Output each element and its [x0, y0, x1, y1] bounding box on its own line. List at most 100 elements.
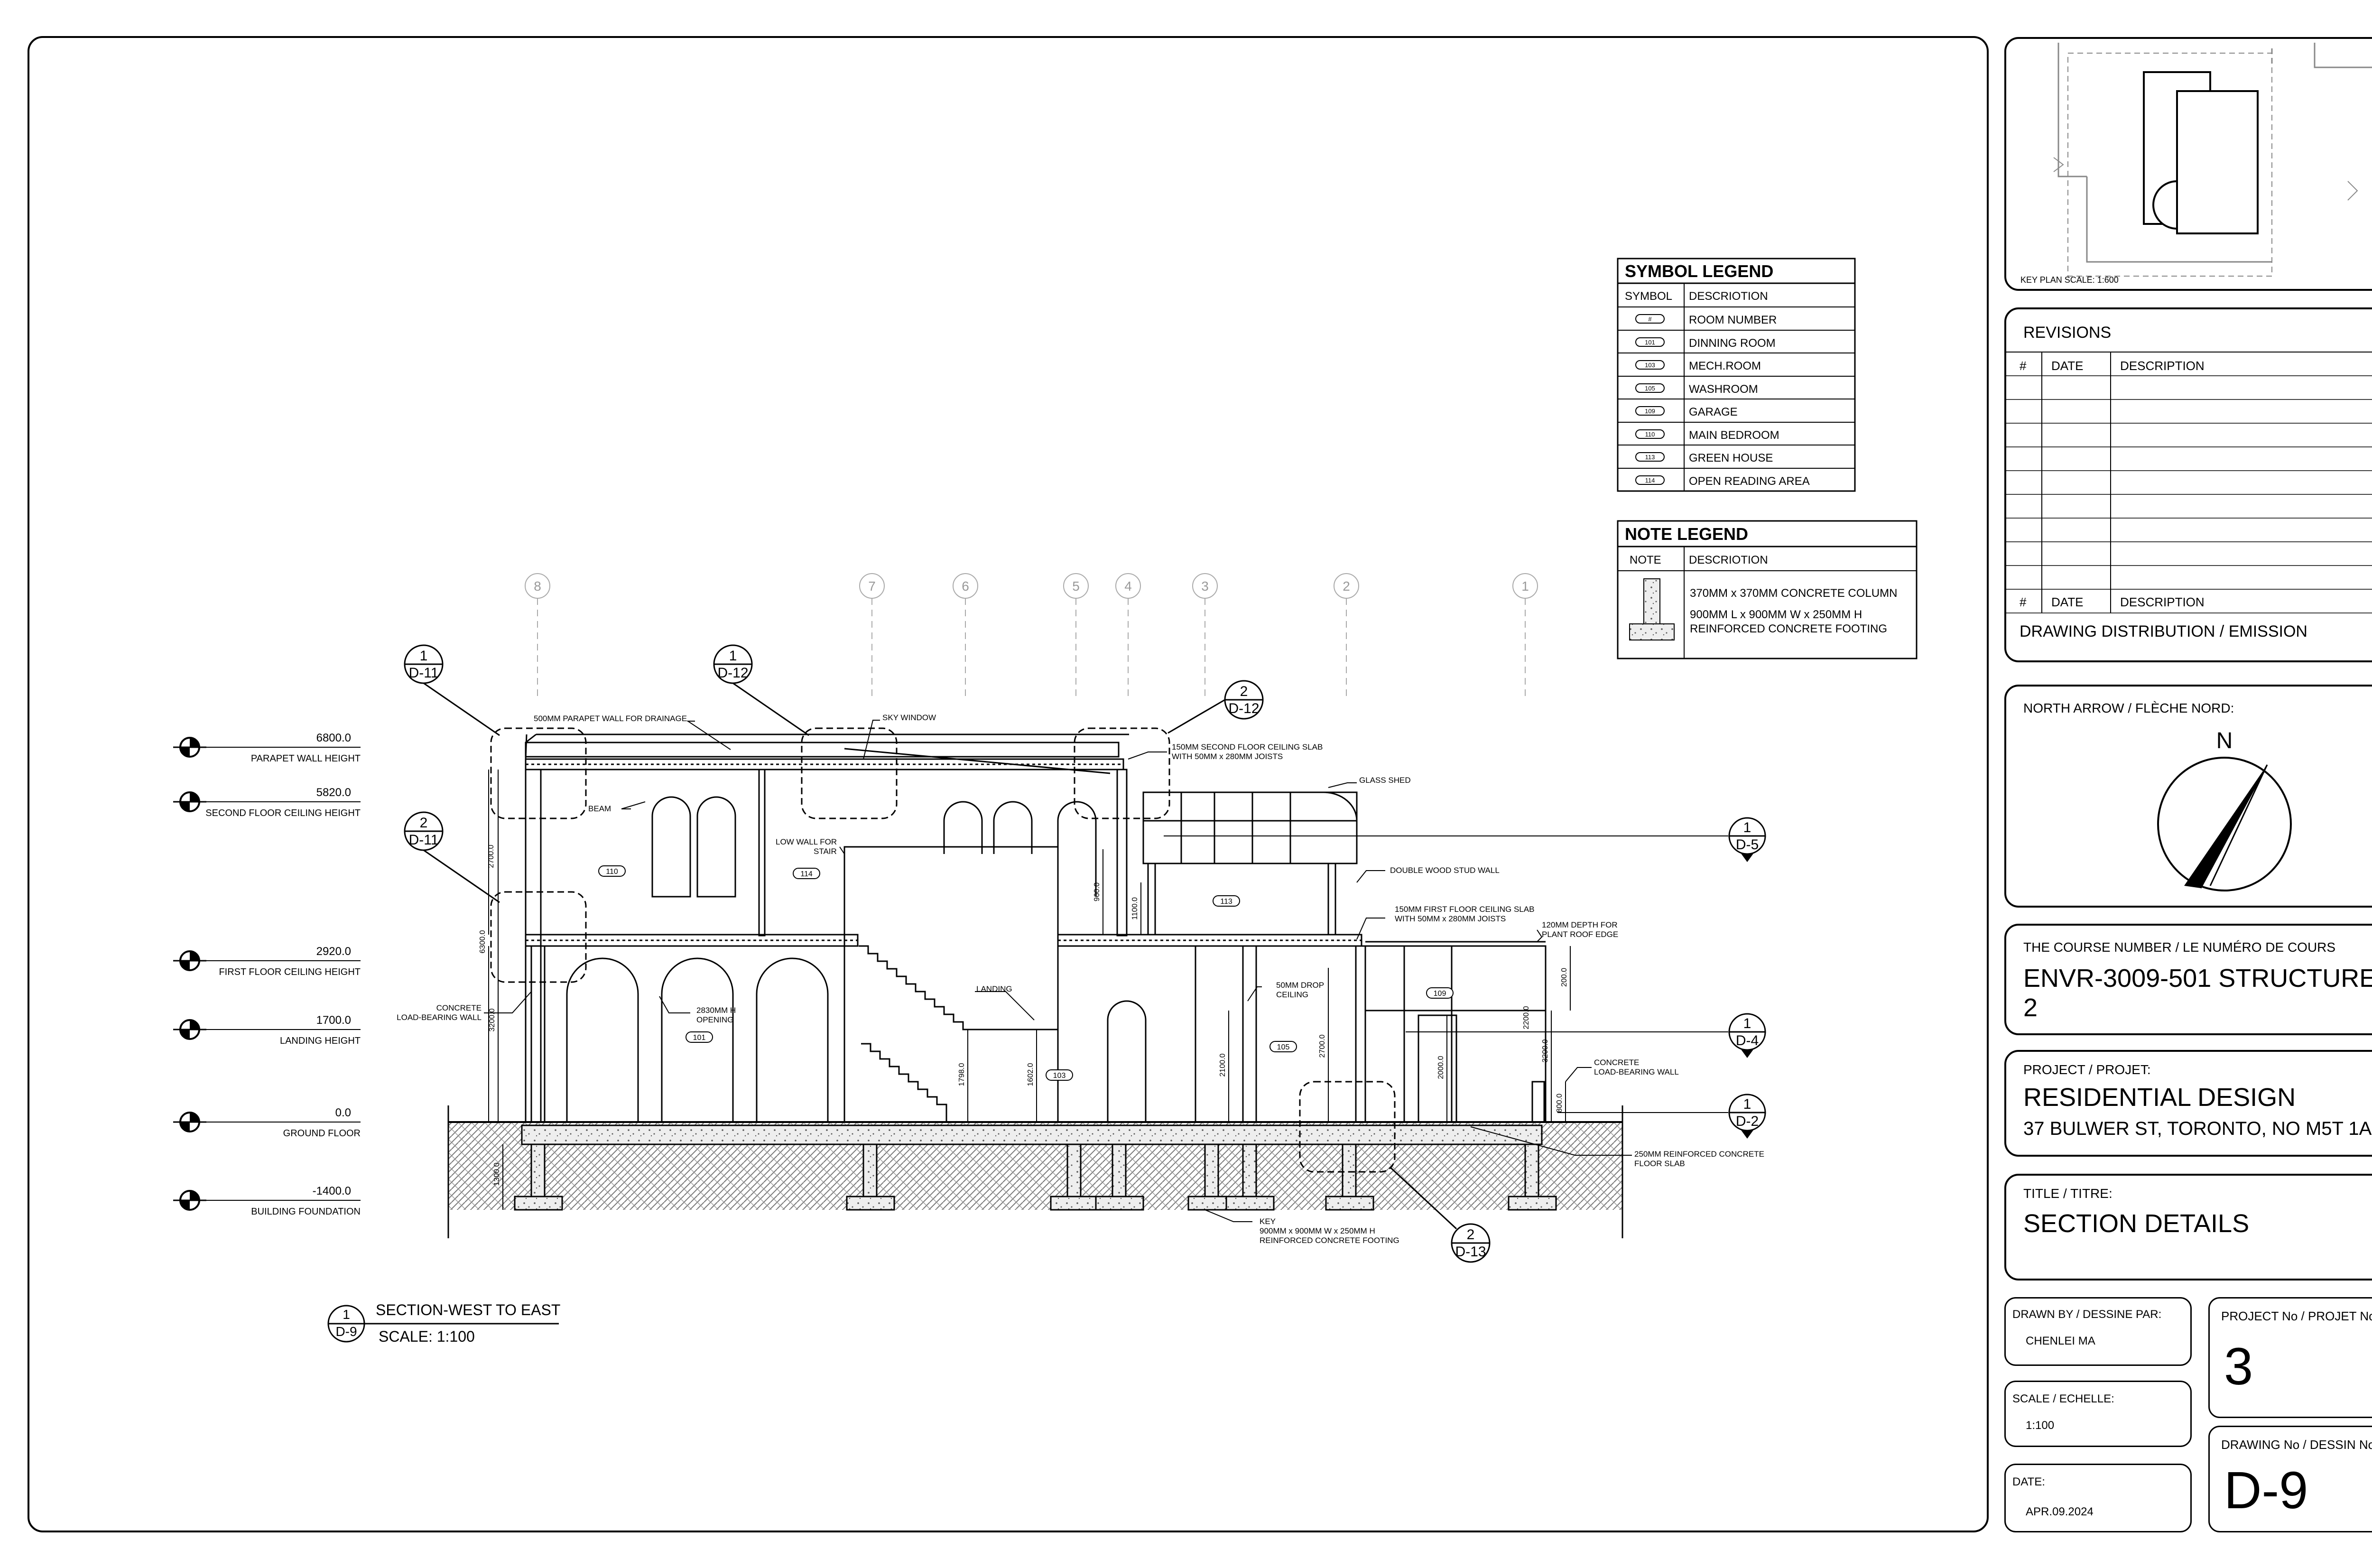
grid-label: 2: [1343, 579, 1350, 594]
level-name: GROUND FLOOR: [283, 1128, 361, 1139]
callout-number: 1: [729, 648, 737, 664]
legend-col-desc: DESCRIOTION: [1689, 290, 1768, 303]
section-marker: 1D-4: [1406, 1013, 1766, 1058]
level-marker: 0.0 GROUND FLOOR: [173, 1106, 361, 1139]
level-name: LANDING HEIGHT: [280, 1036, 361, 1046]
rev-col-date: DATE: [2051, 359, 2083, 373]
callout-sheet: D-11: [409, 665, 439, 681]
grid-bubble: 1: [1512, 573, 1538, 697]
legend-tag: 110: [1645, 431, 1655, 438]
building-section: [525, 733, 1547, 1123]
dim-label: 1100.0: [1131, 897, 1139, 920]
annotation: 900MM x 900MM W x 250MM H: [1260, 1226, 1375, 1235]
note-col-note: NOTE: [1630, 554, 1661, 566]
footing: [1095, 1143, 1144, 1211]
annotation: SKY WINDOW: [882, 713, 936, 722]
drawing-number-value: D-9: [2224, 1461, 2308, 1520]
section-sheet: D-4: [1736, 1033, 1759, 1048]
rev-foot-desc: DESCRIPTION: [2120, 595, 2205, 609]
dim-label: 3200.0: [488, 1008, 496, 1031]
legend-row: # ROOM NUMBER: [1635, 314, 1777, 326]
annotation: GLASS SHED: [1359, 776, 1411, 785]
level-name: PARAPET WALL HEIGHT: [251, 753, 361, 764]
annotation: BEAM: [588, 804, 611, 813]
annotation: OPENING: [696, 1015, 733, 1024]
grid-label: 6: [962, 579, 969, 594]
floor-slab: [521, 1124, 1543, 1145]
annotation: WITH 50MM x 280MM JOISTS: [1172, 752, 1283, 761]
annotation: LOW WALL FOR: [776, 837, 837, 846]
key-plan-box: KEY PLAN SCALE: 1:600: [2004, 37, 2372, 291]
revisions-box: REVISIONS # DATE DESCRIPTION # DATE DESC…: [2004, 307, 2372, 662]
rev-col-num: #: [2020, 359, 2027, 373]
annotation: 50MM DROP: [1276, 981, 1324, 990]
revisions-title: REVISIONS: [2023, 324, 2112, 342]
section-sheet: D-2: [1736, 1113, 1759, 1129]
level-value: 6800.0: [316, 732, 351, 744]
column-footing-icon: [1629, 578, 1675, 640]
scale-label: SCALE / ECHELLE:: [2012, 1392, 2114, 1405]
dim-label: 6300.0: [479, 930, 487, 953]
level-value: 0.0: [335, 1106, 351, 1119]
drawing-number-box: DRAWING No / DESSIN No: D-9: [2208, 1426, 2372, 1532]
annotation: KEY: [1260, 1217, 1276, 1226]
room-tag: 113: [1213, 895, 1240, 907]
dim-label: 2100.0: [1219, 1053, 1227, 1076]
drawn-by-box: DRAWN BY / DESSINE PAR: CHENLEI MA: [2004, 1297, 2192, 1366]
section-number: 1: [1743, 1096, 1751, 1112]
legend-row: 114 OPEN READING AREA: [1635, 475, 1810, 488]
footing: [1187, 1143, 1237, 1211]
callout-number: 2: [420, 815, 428, 831]
detail-callout: 1D-11: [404, 644, 500, 736]
legend-desc: DINNING ROOM: [1689, 337, 1776, 350]
drawn-by-label: DRAWN BY / DESSINE PAR:: [2012, 1308, 2162, 1321]
level-marker: 6800.0 PARAPET WALL HEIGHT: [173, 732, 361, 764]
ground-hatch: [447, 1105, 1623, 1238]
grid-bubble: 2: [1334, 573, 1359, 697]
level-name: FIRST FLOOR CEILING HEIGHT: [219, 967, 361, 977]
section-number: 1: [1743, 1016, 1751, 1031]
sheet-title-value: SECTION DETAILS: [2023, 1209, 2250, 1238]
legend-tag: #: [1648, 315, 1652, 323]
annotation: CEILING: [1276, 990, 1308, 999]
section-sheet: D-5: [1736, 837, 1759, 853]
grid-bubble: 8: [525, 573, 550, 697]
annotation: LOAD-BEARING WALL: [397, 1013, 482, 1022]
grid-label: 4: [1124, 579, 1132, 594]
callout-sheet: D-12: [1228, 701, 1259, 716]
room-number: 101: [693, 1034, 706, 1042]
north-arrow-box: NORTH ARROW / FLÈCHE NORD: N: [2004, 685, 2372, 908]
room-number: 105: [1277, 1043, 1290, 1051]
annotation: STAIR: [814, 847, 837, 856]
grid-lines: 8 7 6 5 4 3 2 1: [525, 573, 1538, 697]
footing: [1508, 1143, 1557, 1211]
legend-tag: 114: [1645, 477, 1655, 484]
note-line: 900MM L x 900MM W x 250MM H: [1690, 608, 1862, 621]
key-plan-scale: KEY PLAN SCALE: 1:600: [2020, 275, 2119, 285]
symbol-legend: SYMBOL LEGEND SYMBOL DESCRIOTION #ROOM N…: [1617, 258, 1856, 492]
legend-desc: ROOM NUMBER: [1689, 314, 1777, 326]
level-markers: 6800.0 PARAPET WALL HEIGHT 5820.0 SECOND…: [173, 732, 361, 1217]
annotation: 120MM DEPTH FOR: [1542, 920, 1618, 929]
legend-desc: OPEN READING AREA: [1689, 475, 1810, 488]
annotation: 500MM PARAPET WALL FOR DRAINAGE: [534, 714, 687, 723]
note-legend: NOTE LEGEND NOTE DESCRIOTION 370MM x 370…: [1617, 520, 1918, 659]
annotation: CONCRETE: [1594, 1058, 1639, 1067]
annotation: 2830MM H: [696, 1006, 736, 1015]
grid-label: 3: [1201, 579, 1209, 594]
course-label: THE COURSE NUMBER / LE NUMÉRO DE COURS: [2023, 940, 2336, 955]
dim-label: 2200.0: [1522, 1006, 1530, 1029]
legend-tag: 105: [1645, 385, 1655, 392]
annotation: CONCRETE: [436, 1003, 482, 1012]
rev-foot-num: #: [2020, 595, 2027, 609]
project-box: PROJECT / PROJET: RESIDENTIAL DESIGN 37 …: [2004, 1050, 2372, 1157]
dimensions: 2700.0 6300.0 3200.0 960.0 1100.0 1798.0…: [479, 770, 1571, 1210]
grid-bubble: 4: [1115, 573, 1141, 697]
note-col-desc: DESCRIOTION: [1689, 554, 1768, 566]
annotation: PLANT ROOF EDGE: [1542, 930, 1618, 939]
legend-title: SYMBOL LEGEND: [1625, 261, 1773, 281]
